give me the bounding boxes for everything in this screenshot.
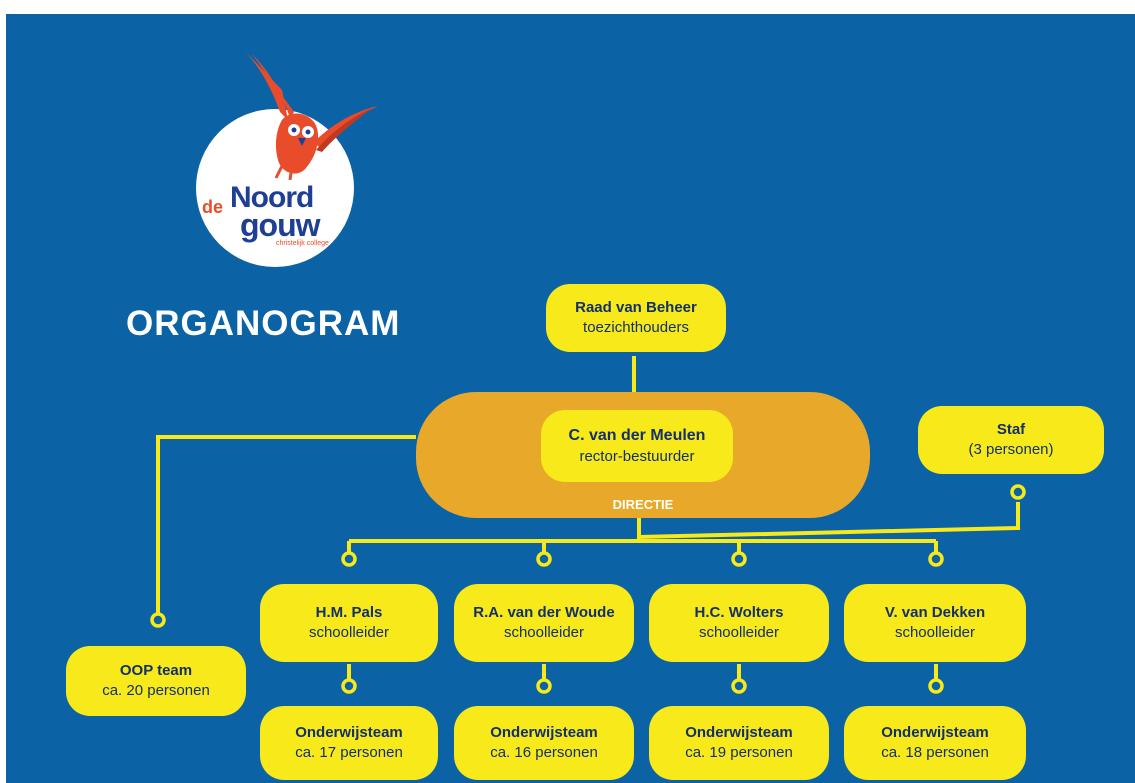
- node-schoolleider: H.M. Pals schoolleider: [260, 584, 438, 662]
- owl-logo-icon: [244, 50, 378, 180]
- node-name: H.C. Wolters: [694, 603, 784, 621]
- node-schoolleider: V. van Dekken schoolleider: [844, 584, 1026, 662]
- directie-label: DIRECTIE: [612, 497, 674, 512]
- connector-lines: [150, 356, 1026, 694]
- connector-dot: [341, 678, 357, 694]
- connector-dot: [731, 551, 747, 567]
- logo-word-gouw: gouw: [240, 207, 321, 243]
- connector-dot: [536, 678, 552, 694]
- organogram-canvas: Noord de gouw christelijk college ORGANO…: [6, 14, 1135, 783]
- node-onderwijsteam: Onderwijsteam ca. 18 personen: [844, 706, 1026, 780]
- connector-dot: [928, 551, 944, 567]
- node-name: Onderwijsteam: [881, 723, 989, 741]
- node-role: ca. 20 personen: [102, 682, 210, 699]
- node-onderwijsteam: Onderwijsteam ca. 17 personen: [260, 706, 438, 780]
- connector-dot: [1010, 484, 1026, 500]
- node-role: schoolleider: [308, 624, 390, 641]
- node-name: Onderwijsteam: [490, 723, 598, 741]
- line-directie-oop: [156, 435, 416, 614]
- node-name: Staf: [996, 420, 1026, 438]
- connector-dot: [536, 551, 552, 567]
- connector-dot: [341, 551, 357, 567]
- node-role: ca. 19 personen: [685, 744, 793, 761]
- node-role: ca. 18 personen: [881, 744, 989, 761]
- node-oop-team: OOP team ca. 20 personen: [66, 646, 246, 716]
- node-role: ca. 17 personen: [295, 744, 403, 761]
- logo-word-noord: Noord: [230, 181, 314, 214]
- logo-wordmark: Noord de gouw christelijk college: [196, 109, 354, 267]
- node-name: H.M. Pals: [315, 603, 383, 621]
- logo-tagline: christelijk college: [276, 240, 329, 247]
- node-role: (3 personen): [968, 441, 1054, 458]
- node-name: Onderwijsteam: [295, 723, 403, 741]
- connector-dot: [150, 612, 166, 628]
- node-name: C. van der Meulen: [568, 427, 706, 445]
- connector-dot: [928, 678, 944, 694]
- logo-word-de: de: [202, 197, 224, 217]
- node-schoolleider: R.A. van der Woude schoolleider: [454, 584, 634, 662]
- node-onderwijsteam: Onderwijsteam ca. 19 personen: [649, 706, 829, 780]
- connector-dot: [731, 678, 747, 694]
- node-role: schoolleider: [503, 624, 585, 641]
- node-raad-van-beheer: Raad van Beheer toezichthouders: [546, 284, 726, 352]
- node-rector: C. van der Meulen rector-bestuurder: [541, 410, 733, 482]
- node-name: R.A. van der Woude: [473, 603, 615, 621]
- node-name: OOP team: [119, 661, 193, 679]
- page-title: ORGANOGRAM: [126, 304, 401, 343]
- node-staf: Staf (3 personen): [918, 406, 1104, 474]
- node-name: Onderwijsteam: [685, 723, 793, 741]
- node-onderwijsteam: Onderwijsteam ca. 16 personen: [454, 706, 634, 780]
- node-role: schoolleider: [698, 624, 780, 641]
- node-role: toezichthouders: [583, 319, 689, 336]
- node-schoolleider: H.C. Wolters schoolleider: [649, 584, 829, 662]
- node-role: rector-bestuurder: [579, 447, 695, 465]
- node-name: V. van Dekken: [884, 603, 986, 621]
- node-role: ca. 16 personen: [490, 744, 598, 761]
- node-role: schoolleider: [894, 624, 976, 641]
- node-name: Raad van Beheer: [575, 298, 697, 316]
